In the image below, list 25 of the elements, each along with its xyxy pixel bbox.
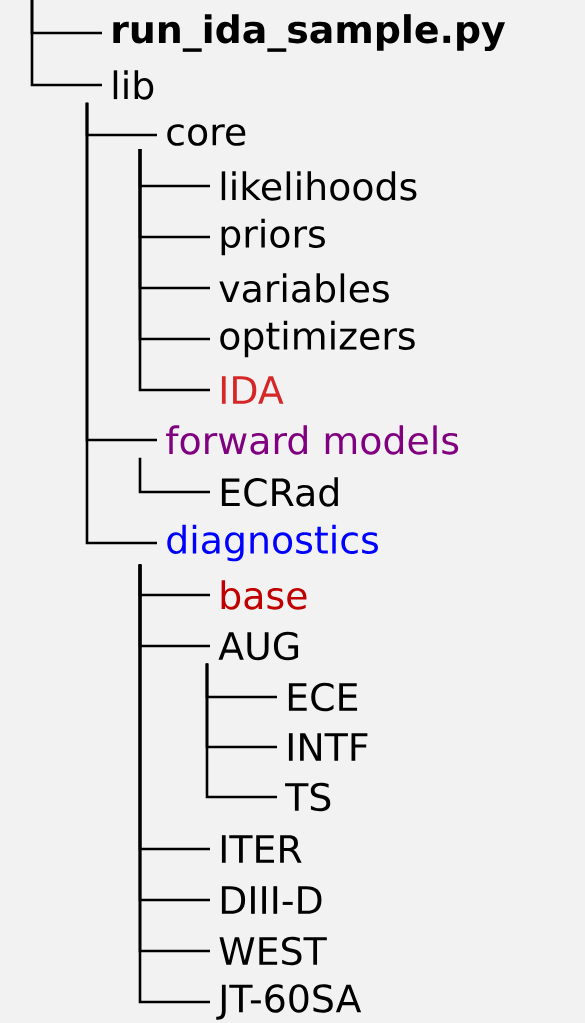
tree-entry: variables <box>219 273 389 303</box>
tree-entry: AUG <box>218 631 299 661</box>
tree-entry: WEST <box>219 936 327 966</box>
tree-connector <box>138 149 210 392</box>
tree-entry: base <box>221 580 307 610</box>
tree-connector <box>138 457 210 494</box>
tree-entry: run_ida_sample.py <box>113 14 506 52</box>
tree-entry: core <box>167 124 246 146</box>
tree-entry: TS <box>285 782 331 812</box>
tree-connector <box>205 663 277 799</box>
tree-entry: INTF <box>288 733 368 761</box>
tree-entry: lib <box>113 70 154 100</box>
tree-entry: ITER <box>221 835 302 863</box>
tree-entry: ECRad <box>221 477 338 507</box>
tree-entry: IDA <box>221 376 284 404</box>
tree-entry: likelihoods <box>221 171 417 201</box>
tree-entry: ECE <box>288 682 358 712</box>
tree-entry: diagnostics <box>167 524 378 562</box>
tree-entry: priors <box>221 218 325 256</box>
tree-connector <box>30 0 102 87</box>
tree-entry: JT-60SA <box>216 984 362 1020</box>
tree-connector <box>85 102 157 545</box>
tree-entry: DIII-D <box>221 886 322 914</box>
tree-entry: optimizers <box>220 320 415 358</box>
tree-entry: forward models <box>166 425 459 455</box>
